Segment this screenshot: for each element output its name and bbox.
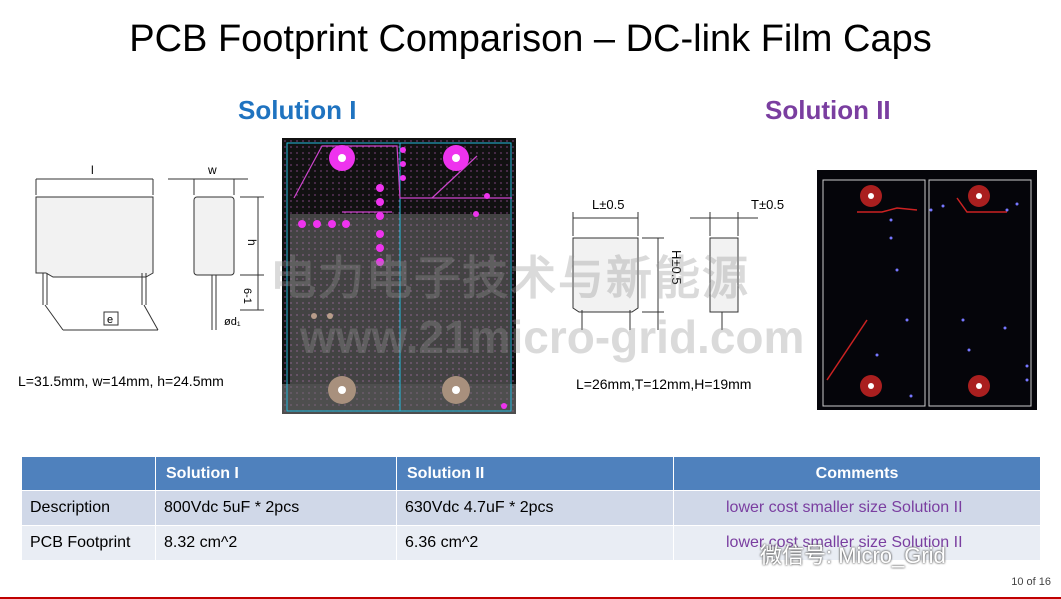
table-header-row: Solution I Solution II Comments	[21, 456, 1041, 491]
table-header-solution2: Solution II	[396, 456, 674, 491]
solution1-pcb-layout	[282, 138, 516, 414]
solution1-drawing: l w h 6-1 e ød₁	[35, 163, 264, 331]
cell-solution2: 630Vdc 4.7uF * 2pcs	[396, 490, 674, 526]
solution2-drawing: L±0.5 T±0.5 H±0.5	[572, 197, 784, 330]
watermark-url: www.21micro-grid.com	[300, 311, 805, 363]
cell-solution2: 6.36 cm^2	[396, 525, 674, 561]
solution1-heading: Solution I	[238, 95, 357, 125]
solution1-dimensions: L=31.5mm, w=14mm, h=24.5mm	[18, 373, 224, 389]
table-header-comments: Comments	[673, 456, 1041, 491]
page-number: 10 of 16	[1011, 576, 1051, 588]
drawing-label-h: h	[245, 239, 259, 246]
drawing-label-d1: ød₁	[224, 316, 241, 328]
table-header-solution1: Solution I	[155, 456, 397, 491]
table-header-blank	[21, 456, 156, 491]
cell-solution1: 8.32 cm^2	[155, 525, 397, 561]
table-row: PCB Footprint 8.32 cm^2 6.36 cm^2 lower …	[21, 525, 1041, 561]
row-label: Description	[21, 490, 156, 526]
solution2-pcb-layout	[817, 170, 1037, 410]
cell-solution1: 800Vdc 5uF * 2pcs	[155, 490, 397, 526]
drawing-label-e: e	[107, 314, 113, 326]
cell-comment: lower cost smaller size Solution II	[673, 490, 1041, 526]
drawing-label-6: 6-1	[241, 288, 253, 304]
drawing-label-L: L±0.5	[592, 197, 624, 212]
drawing-label-H: H±0.5	[669, 250, 684, 285]
solution2-dimensions: L=26mm,T=12mm,H=19mm	[576, 376, 752, 392]
drawing-label-T: T±0.5	[751, 197, 784, 212]
drawing-label-l: l	[91, 163, 94, 177]
table-row: Description 800Vdc 5uF * 2pcs 630Vdc 4.7…	[21, 490, 1041, 526]
row-label: PCB Footprint	[21, 525, 156, 561]
slide-title: PCB Footprint Comparison – DC-link Film …	[129, 18, 932, 60]
comparison-table: Solution I Solution II Comments Descript…	[21, 456, 1041, 561]
cell-comment: lower cost smaller size Solution II	[673, 525, 1041, 561]
solution2-heading: Solution II	[765, 95, 891, 125]
watermark-chinese: 电力电子技术与新能源	[270, 252, 750, 304]
wechat-overlay: 微信号: Micro_Grid	[760, 543, 946, 568]
drawing-label-w: w	[207, 163, 217, 177]
bottom-divider	[0, 597, 1061, 599]
